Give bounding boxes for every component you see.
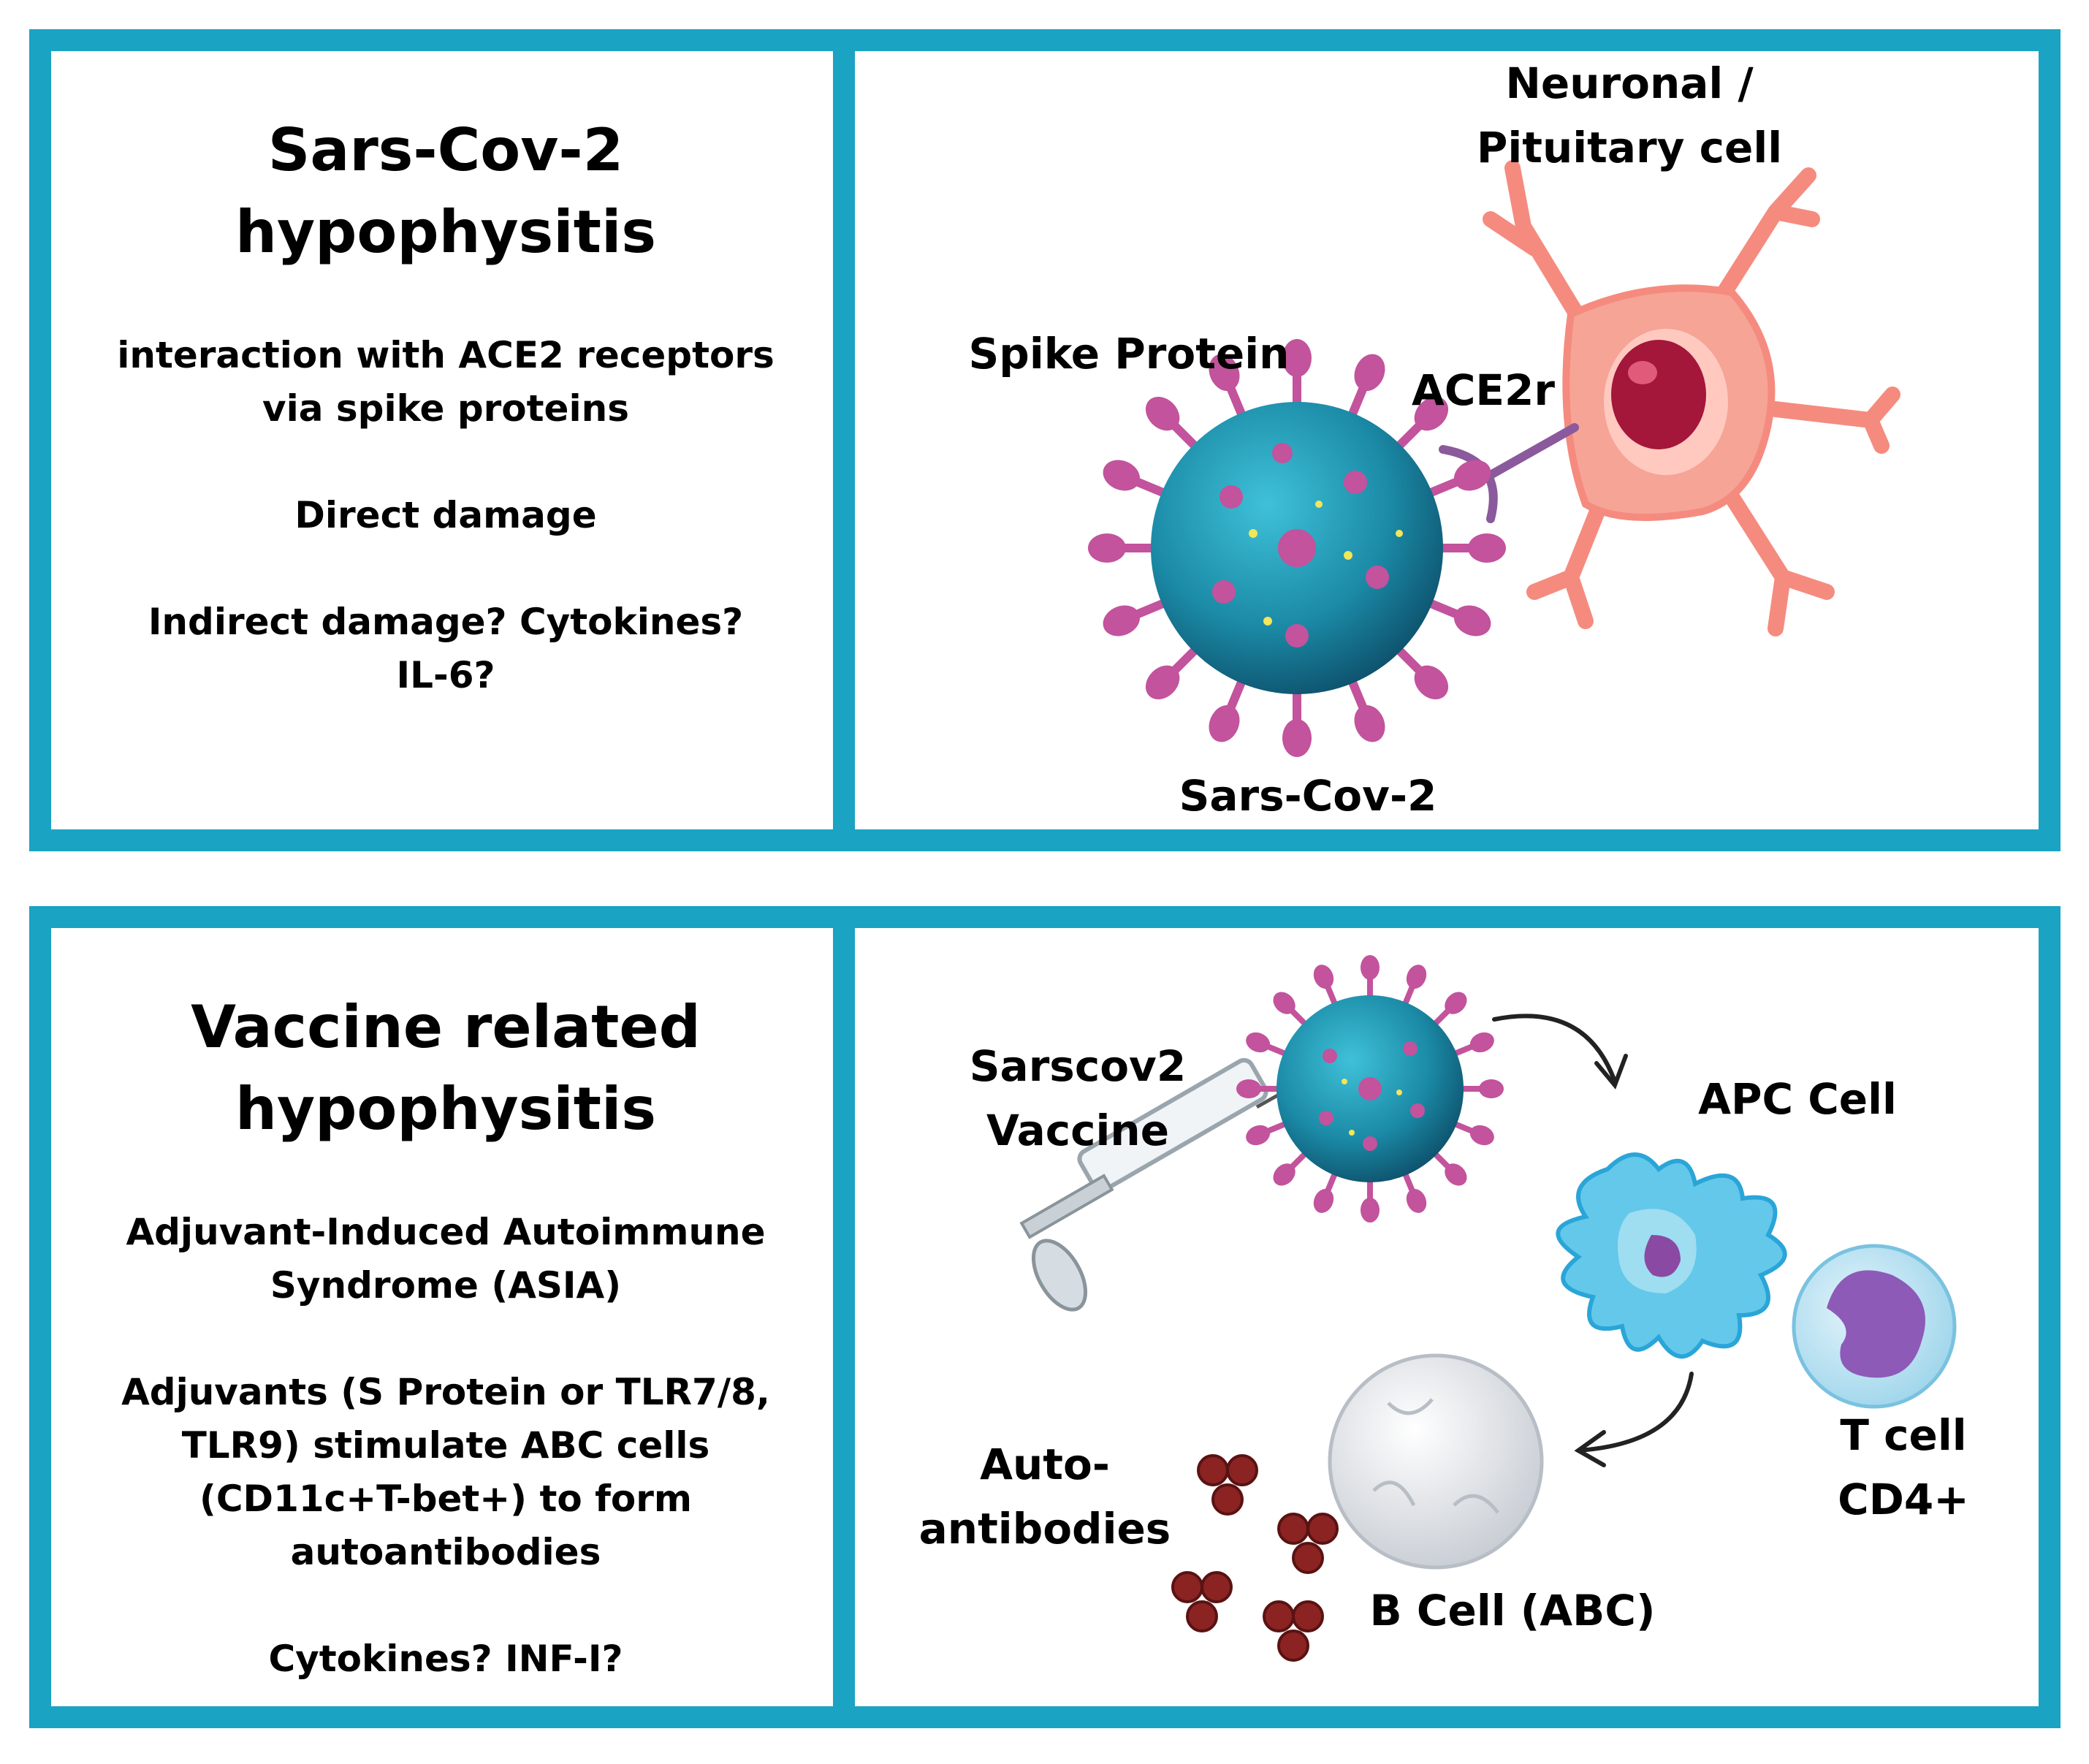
antibody-icon <box>1171 1454 1339 1662</box>
vaccine-virus-icon <box>1236 955 1504 1223</box>
title-line: hypophysitis <box>235 1075 656 1143</box>
vaccine-label: Sarscov2 Vaccine <box>950 1034 1206 1163</box>
point-text: (CD11c+T-bet+) to form <box>199 1478 692 1520</box>
t-cell-icon <box>1792 1244 1957 1409</box>
ace2r-label: ACE2r <box>1411 365 1556 415</box>
apc-cell-label: APC Cell <box>1698 1074 1897 1124</box>
title-line: Sars-Cov-2 <box>267 116 624 184</box>
apc-cell-icon <box>1556 1152 1787 1359</box>
autoantibodies-label: Auto- antibodies <box>913 1432 1176 1561</box>
b-cell-label: B Cell (ABC) <box>1369 1586 1656 1635</box>
neuronal-cell-label: Neuronal / Pituitary cell <box>1432 51 1827 180</box>
top-panel-points: interaction with ACE2 receptors via spik… <box>51 329 840 702</box>
label-line: Sarscov2 <box>969 1041 1187 1091</box>
bottom-panel-points: Adjuvant-Induced Autoimmune Syndrome (AS… <box>51 1206 840 1686</box>
label-line: Vaccine <box>986 1106 1170 1155</box>
point-text: Syndrome (ASIA) <box>270 1264 622 1307</box>
bottom-panel-title: Vaccine related hypophysitis <box>51 986 840 1150</box>
t-cell-label: T cell CD4+ <box>1838 1410 1969 1524</box>
label-line: Auto- <box>980 1440 1110 1489</box>
point-text: via spike proteins <box>262 387 629 430</box>
label-line: antibodies <box>918 1504 1171 1554</box>
top-text-panel <box>29 29 862 851</box>
top-illustration-panel <box>833 29 2061 851</box>
point-text: interaction with ACE2 receptors <box>117 334 775 376</box>
title-line: hypophysitis <box>235 198 656 266</box>
point-text: Adjuvant-Induced Autoimmune <box>126 1211 766 1253</box>
title-line: Vaccine related <box>191 993 701 1061</box>
point-text: Indirect damage? Cytokines? <box>148 601 744 643</box>
arrow-icon <box>1574 1372 1694 1467</box>
spike-protein-label: Spike Protein <box>968 329 1290 379</box>
point-text: IL-6? <box>396 654 495 696</box>
point-text: Cytokines? INF-I? <box>268 1638 623 1680</box>
point-text: Direct damage <box>294 494 597 536</box>
arrow-icon <box>1492 1014 1628 1090</box>
point-text: autoantibodies <box>290 1531 601 1573</box>
point-text: TLR9) stimulate ABC cells <box>181 1424 710 1467</box>
b-cell-icon <box>1328 1353 1544 1570</box>
point-text: Adjuvants (S Protein or TLR7/8, <box>121 1371 770 1413</box>
top-panel-title: Sars-Cov-2 hypophysitis <box>51 110 840 273</box>
neuron-cell-icon <box>1483 160 1900 636</box>
label-line: Pituitary cell <box>1476 123 1783 172</box>
label-line: Neuronal / <box>1505 58 1754 108</box>
sars-cov-2-virus-icon <box>1088 339 1506 757</box>
virus-label: Sars-Cov-2 <box>1179 771 1437 821</box>
